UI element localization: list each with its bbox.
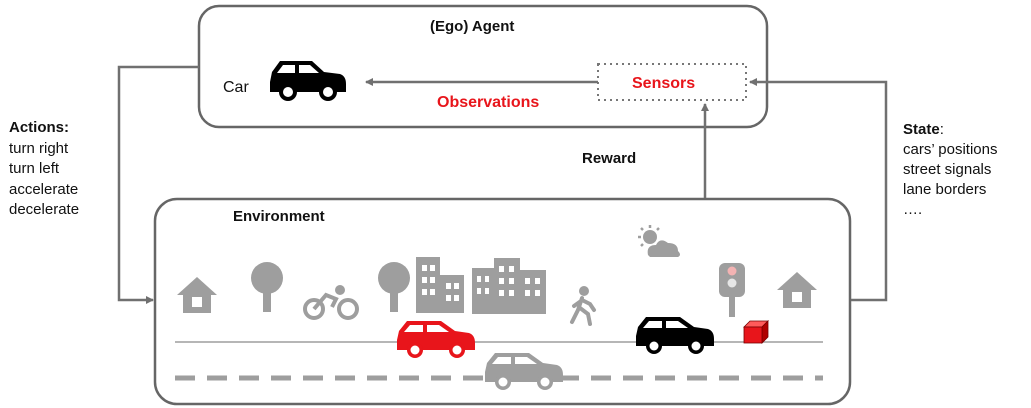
state-item: cars’ positions (903, 141, 998, 158)
state-heading-colon: : (939, 121, 944, 138)
pedestrian-icon (570, 286, 596, 326)
state-arrow (749, 78, 888, 302)
car-label: Car (223, 79, 249, 96)
actions-list: Actions: turn right turn left accelerate… (9, 118, 79, 221)
tree-icon (251, 262, 283, 312)
action-item: accelerate (9, 180, 79, 198)
buildings-icon (416, 257, 464, 313)
state-list: State: cars’ positions street signals la… (903, 120, 997, 220)
house-icon (177, 277, 217, 313)
state-item: …. (903, 201, 923, 218)
buildings-icon (472, 258, 546, 314)
action-item: turn right (9, 139, 69, 157)
car-icon (270, 61, 346, 101)
state-heading: State (903, 121, 940, 138)
state-item: street signals (903, 161, 992, 178)
environment-title: Environment (233, 208, 325, 225)
action-item: turn left (9, 160, 60, 177)
car-icon (636, 317, 714, 354)
obstacle-box-icon (743, 320, 769, 344)
reward-label: Reward (582, 150, 637, 167)
state-item: lane borders (903, 181, 987, 198)
traffic-light-icon (719, 263, 745, 317)
bicycle-icon (303, 285, 359, 320)
state-heading-line: State: (903, 120, 997, 140)
action-item: decelerate (9, 201, 80, 218)
tree-icon (378, 262, 410, 312)
weather-icon (638, 225, 680, 257)
actions-arrow (117, 65, 199, 304)
actions-heading: Actions: (9, 119, 69, 136)
house-icon (777, 272, 817, 308)
agent-title: (Ego) Agent (430, 18, 515, 35)
car-icon (397, 321, 475, 358)
car-icon (485, 353, 563, 390)
sensors-label: Sensors (632, 75, 696, 92)
observations-label: Observations (437, 94, 540, 111)
